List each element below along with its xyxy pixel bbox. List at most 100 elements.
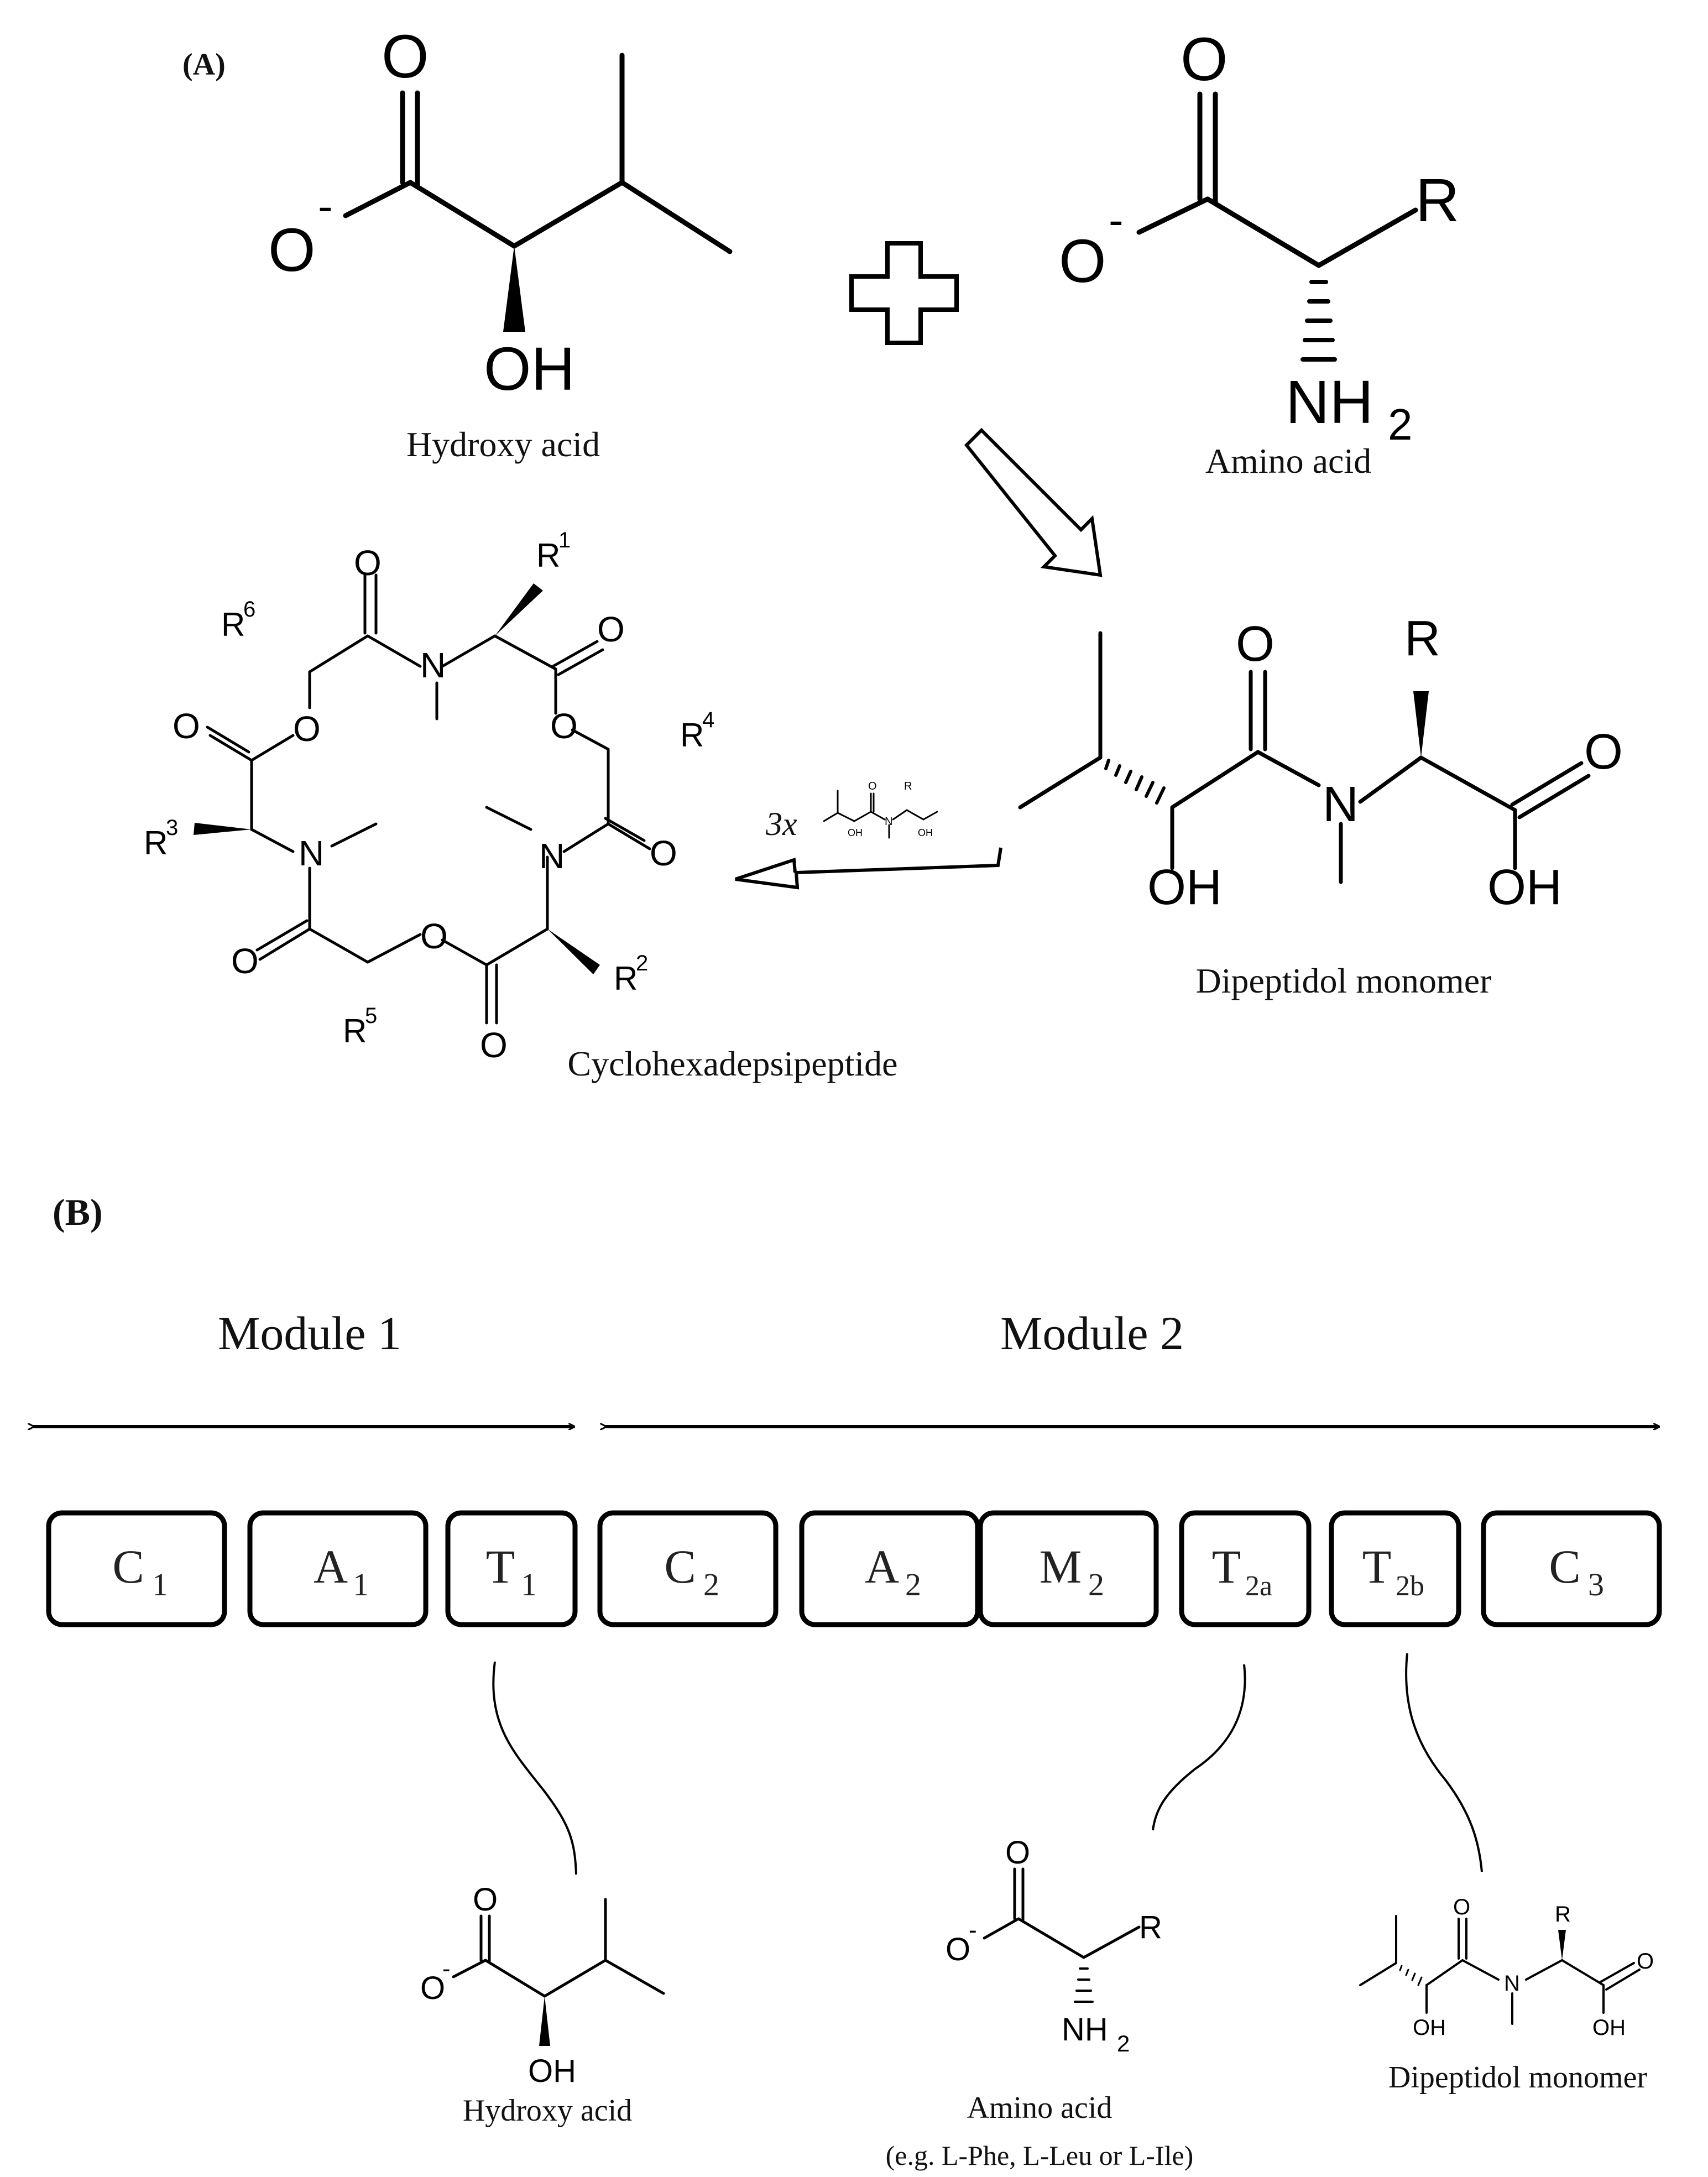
atom-r: R — [343, 1012, 367, 1050]
atom-r: R — [536, 537, 560, 574]
atom-o: O — [354, 543, 382, 583]
domain-m2-name: M — [1040, 1540, 1082, 1593]
atom-r: R — [144, 824, 168, 862]
subscript-2: 2 — [1117, 2030, 1130, 2056]
domain-a2-index: 2 — [905, 1567, 921, 1602]
small-amino-acid-caption: Amino acid — [967, 2091, 1112, 2125]
r3-index: 3 — [166, 816, 178, 840]
atom-o: O — [1584, 724, 1623, 780]
atom-o: O — [1005, 1835, 1030, 1871]
atom-o: O — [420, 1970, 445, 2006]
domain-c2: C 2 — [597, 1510, 779, 1627]
domain-a2: A 2 — [799, 1510, 980, 1627]
small-dipeptidol-caption: Dipeptidol monomer — [1388, 2060, 1648, 2095]
dipeptidol-structure: O R N O OH OH — [1018, 611, 1623, 915]
atom-r: R — [614, 960, 638, 997]
domain-t2b-name: T — [1362, 1540, 1392, 1593]
connector-t2a — [1152, 1664, 1246, 1831]
atom-r: R — [1416, 166, 1459, 234]
atom-oh: OH — [1487, 860, 1562, 915]
atom-r: R — [1139, 1909, 1162, 1945]
charge-minus: - — [1109, 195, 1124, 244]
atom-r: R — [1555, 1902, 1571, 1927]
small-hydroxy-acid-caption: Hydroxy acid — [463, 2094, 632, 2128]
domain-c3: C 3 — [1481, 1510, 1662, 1627]
atom-nh: NH — [1286, 368, 1373, 436]
atom-o: O — [293, 709, 321, 749]
r1-index: 1 — [558, 528, 571, 552]
panel-b-label: (B) — [53, 1191, 103, 1233]
atom-o: O — [1059, 227, 1106, 295]
r2-index: 2 — [636, 951, 648, 975]
domain-a1: A 1 — [247, 1510, 429, 1627]
atom-o: O — [597, 609, 625, 649]
atom-n: N — [1323, 777, 1359, 832]
domain-t1-index: 1 — [521, 1567, 537, 1602]
atom-o: O — [550, 706, 578, 746]
atom-oh: OH — [1147, 860, 1222, 915]
panel-a-label: (A) — [182, 48, 226, 82]
atom-o: O — [420, 916, 448, 956]
domain-c1-index: 1 — [152, 1567, 168, 1602]
atom-oh: OH — [848, 827, 863, 838]
charge-minus: - — [442, 1955, 451, 1982]
hydroxy-acid-structure: O O - OH — [268, 23, 733, 403]
charge-minus: - — [318, 181, 333, 231]
atom-n: N — [299, 833, 324, 873]
atom-oh: OH — [1592, 2016, 1626, 2040]
domain-t2a: T 2a — [1179, 1510, 1312, 1627]
domain-t2a-name: T — [1212, 1540, 1241, 1593]
small-amino-acid-structure: O O - R NH 2 — [946, 1835, 1162, 2056]
domain-t1-name: T — [486, 1540, 515, 1593]
atom-r: R — [1404, 611, 1440, 666]
atom-n: N — [1504, 1971, 1520, 1996]
dipeptidol-caption: Dipeptidol monomer — [1195, 961, 1491, 1000]
domain-a1-name: A — [314, 1540, 348, 1593]
atom-oh: OH — [918, 827, 933, 838]
domain-t1: T 1 — [445, 1510, 578, 1627]
atom-o: O — [650, 833, 677, 873]
domain-a1-index: 1 — [353, 1567, 369, 1602]
domain-c3-name: C — [1549, 1540, 1580, 1593]
atom-o: O — [1181, 25, 1228, 93]
atom-o: O — [480, 1025, 508, 1065]
atom-o: O — [231, 941, 259, 981]
domain-m2: M 2 — [978, 1510, 1159, 1627]
amino-acid-example: (e.g. L-Phe, L-Leu or L-Ile) — [886, 2140, 1194, 2171]
domain-c2-name: C — [664, 1540, 696, 1593]
domain-c3-index: 3 — [1588, 1567, 1604, 1602]
plus-icon — [849, 241, 959, 345]
r6-index: 6 — [243, 597, 255, 622]
amino-acid-caption: Amino acid — [1205, 441, 1371, 481]
hollow-arrow-diagonal — [964, 427, 1103, 577]
domain-c2-index: 2 — [703, 1567, 719, 1602]
domain-c1: C 1 — [46, 1510, 227, 1627]
atom-nh: NH — [1062, 2012, 1108, 2048]
atom-r: R — [904, 780, 912, 792]
charge-minus: - — [969, 1917, 977, 1944]
atom-oh: OH — [1413, 2016, 1446, 2040]
atom-o: O — [1236, 617, 1275, 672]
atom-o: O — [382, 23, 429, 91]
cyclohexadepsipeptide-structure: O N O O O N O O O N O O R 1 R 4 R 2 R 5 … — [144, 528, 714, 1065]
atom-o: O — [946, 1931, 970, 1967]
small-dipeptidol-structure: O R N O OH OH — [1359, 1895, 1654, 2040]
atom-o: O — [1637, 1949, 1654, 1974]
atom-n: N — [885, 816, 892, 828]
subscript-2: 2 — [1388, 400, 1413, 449]
r4-index: 4 — [702, 708, 714, 732]
small-hydroxy-acid-structure: O O - OH — [420, 1882, 665, 2089]
atom-n: N — [420, 645, 446, 685]
hydroxy-acid-caption: Hydroxy acid — [406, 425, 600, 464]
atom-n: N — [539, 836, 565, 876]
amino-acid-structure: O O - R NH 2 — [1059, 25, 1459, 449]
atom-o: O — [173, 706, 200, 746]
atom-oh: OH — [528, 2053, 576, 2089]
r5-index: 5 — [365, 1004, 377, 1028]
atom-o: O — [1453, 1895, 1470, 1919]
hollow-arrow-left — [735, 847, 1002, 890]
atom-r: R — [221, 606, 245, 643]
atom-o: O — [473, 1882, 498, 1918]
module-2-label: Module 2 — [1000, 1307, 1184, 1360]
